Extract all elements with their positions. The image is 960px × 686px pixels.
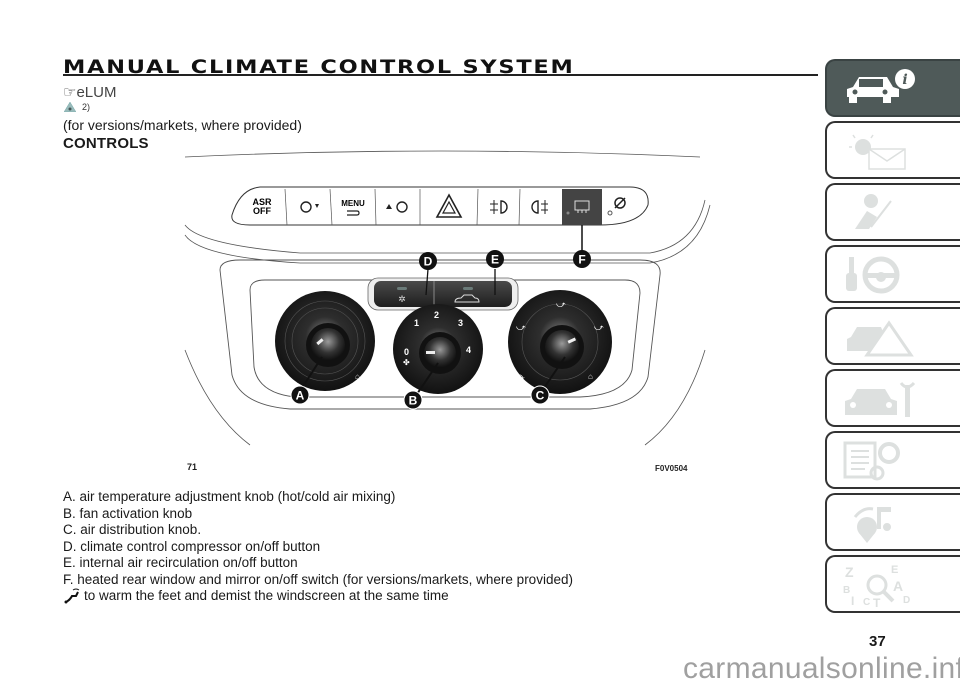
feet-windscreen-icon: ⤻	[594, 322, 604, 332]
headlight-alignment-icon[interactable]	[300, 201, 319, 213]
control-panel-bezel	[219, 259, 661, 410]
callout-d: D	[419, 252, 437, 270]
svg-text:T: T	[873, 596, 881, 607]
ac-snowflake-icon[interactable]: ✲	[398, 294, 406, 304]
temperature-knob[interactable]: ⌂	[275, 291, 375, 391]
warning-ref-number: 2)	[82, 102, 91, 112]
figure-number: 71	[187, 462, 198, 472]
watermark: carmanualsonline.info	[683, 652, 960, 685]
svg-text:F: F	[578, 253, 585, 267]
dash-line	[184, 204, 711, 264]
svg-text:D: D	[903, 595, 910, 606]
fan-scale-3: 3	[458, 318, 463, 328]
start-stop-off-icon[interactable]	[607, 197, 626, 216]
recirculation-car-icon[interactable]	[454, 294, 480, 303]
legend-item-a: A. air temperature adjustment knob (hot/…	[63, 489, 396, 504]
legend-note-text: to warm the feet and demist the windscre…	[84, 588, 449, 603]
svg-text:A: A	[893, 578, 903, 594]
key-steering-wheel-icon	[846, 256, 900, 294]
elum-logo: ☞eLUM	[63, 84, 117, 101]
car-info-icon: i	[847, 69, 915, 103]
windscreen-defrost-icon: ⌂	[588, 372, 593, 381]
fan-scale-2: 2	[434, 310, 439, 320]
tab-multimedia[interactable]	[825, 493, 960, 551]
front-fog-light-icon[interactable]	[490, 200, 508, 214]
legend-list: A. air temperature adjustment knob (hot/…	[63, 489, 573, 605]
page-title: MANUAL CLIMATE CONTROL SYSTEM	[63, 56, 575, 78]
warning-reference: 2)	[64, 102, 90, 112]
svg-text:D: D	[424, 255, 433, 269]
legend-note: to warm the feet and demist the windscre…	[63, 588, 573, 605]
warning-triangle-icon	[64, 102, 76, 112]
tab-knowing-your-vehicle[interactable]: i	[825, 59, 960, 117]
multimedia-music-icon	[853, 507, 891, 543]
callout-a: A	[290, 385, 310, 405]
car-warning-triangle-icon	[847, 320, 914, 357]
air-distribution-knob[interactable]: ⤻ ⤻ ⤻ ⤼ ⌂	[508, 290, 612, 394]
svg-text:B: B	[843, 585, 850, 596]
legend-item-f: F. heated rear window and mirror on/off …	[63, 571, 573, 587]
figure-code: F0V0504	[655, 464, 688, 473]
svg-text:B: B	[409, 394, 418, 408]
face-vent-icon: ⤻	[516, 322, 526, 332]
car-wrench-icon	[845, 381, 916, 417]
back-arrow-icon	[347, 210, 360, 216]
tab-servicing-maintenance[interactable]	[825, 369, 960, 427]
section-heading: CONTROLS	[63, 135, 149, 152]
svg-text:A: A	[296, 389, 305, 403]
tab-warning-lights-messages[interactable]	[825, 121, 960, 179]
recirc-indicator-led	[463, 287, 473, 290]
svg-text:C: C	[536, 389, 545, 403]
svg-text:i: i	[902, 72, 907, 88]
callout-f: F	[573, 250, 591, 268]
face-feet-icon: ⤼	[515, 371, 525, 381]
ac-indicator-led	[397, 287, 407, 290]
svg-text:Z: Z	[845, 564, 854, 580]
dash-line	[184, 199, 706, 254]
menu-button[interactable]: MENU	[341, 199, 365, 208]
list-gears-icon	[843, 441, 900, 481]
lighting-adjust-icon[interactable]	[386, 201, 408, 213]
svg-text:C: C	[863, 597, 870, 607]
tab-starting-driving[interactable]	[825, 245, 960, 303]
callout-b: B	[403, 390, 423, 410]
asr-off-button[interactable]: ASR	[252, 197, 272, 207]
fan-scale-4: 4	[466, 345, 471, 355]
title-divider	[63, 74, 818, 76]
defrost-icon: ⌂	[355, 372, 360, 381]
legend-item-d: D. climate control compressor on/off but…	[63, 538, 321, 554]
svg-text:E: E	[891, 564, 898, 576]
rear-fog-light-icon[interactable]	[531, 200, 548, 214]
heated-rear-window-icon[interactable]	[566, 200, 590, 215]
ac-recirc-buttons: ✲	[367, 277, 519, 311]
feet-windscreen-icon	[64, 588, 80, 604]
legend-item-c: C. air distribution knob.	[63, 522, 202, 537]
top-button-strip: ASR OFF MENU	[231, 186, 649, 226]
hazard-icon[interactable]	[435, 193, 463, 218]
airbag-seatbelt-icon	[855, 194, 892, 229]
fan-icon: ✤	[403, 358, 410, 367]
fan-scale-1: 1	[414, 318, 419, 328]
asr-off-label: OFF	[253, 206, 271, 216]
fan-scale-0: 0	[404, 347, 409, 357]
callout-c: C	[530, 385, 550, 405]
svg-text:I: I	[851, 594, 854, 607]
intro-text: (for versions/markets, where provided)	[63, 117, 302, 133]
warning-light-envelope-icon	[849, 134, 906, 170]
callout-e: E	[486, 250, 504, 268]
svg-text:E: E	[491, 253, 499, 267]
legend-item-b: B. fan activation knob	[63, 505, 193, 521]
fan-speed-knob[interactable]: 0 1 2 3 4 ✤	[393, 304, 483, 394]
tab-technical-data[interactable]	[825, 431, 960, 489]
tab-safety[interactable]	[825, 183, 960, 241]
tab-in-an-emergency[interactable]	[825, 307, 960, 365]
climate-control-figure: ASR OFF MENU ✲ ⌂	[184, 150, 711, 446]
legend-item-e: E. internal air recirculation on/off but…	[63, 555, 298, 570]
feet-vent-icon: ⤻	[556, 299, 566, 309]
page-number: 37	[869, 633, 886, 650]
dash-line	[184, 150, 701, 158]
